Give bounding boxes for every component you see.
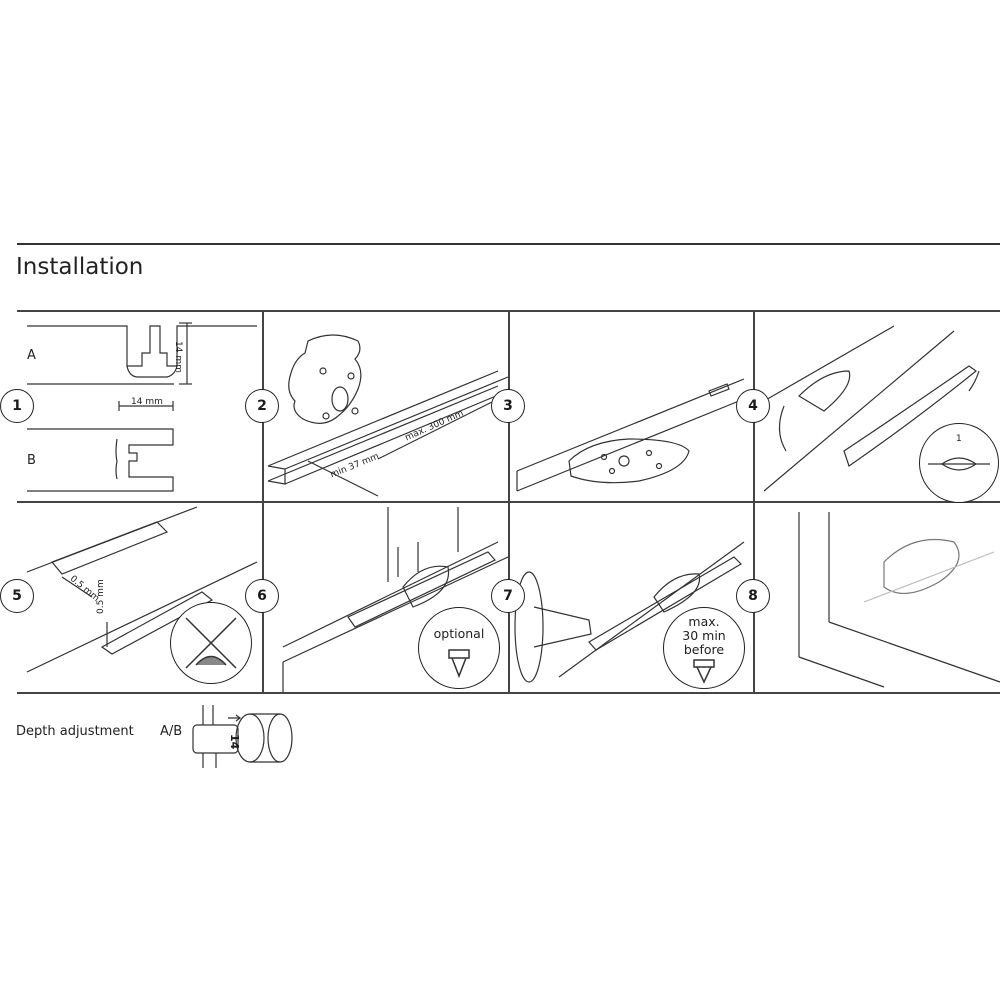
width-dimension: 14 mm bbox=[131, 397, 163, 407]
panel-step-6: optional bbox=[263, 502, 509, 692]
panel-step-5: 0.5 mm 0.5 mm bbox=[17, 502, 262, 692]
time-limit-bubble: max. 30 min before bbox=[663, 607, 745, 689]
panel-step-7: max. 30 min before bbox=[509, 502, 753, 692]
gap-dimension-b: 0.5 mm bbox=[96, 579, 106, 614]
glue-tip-icon bbox=[693, 659, 715, 684]
panel-step-3 bbox=[509, 311, 753, 501]
grid-divider-2 bbox=[508, 310, 510, 692]
panel-step-8 bbox=[754, 502, 1000, 692]
connector-insertion-diagram bbox=[763, 325, 980, 492]
glue-application-diagram bbox=[514, 541, 745, 683]
step-number-1: 1 bbox=[0, 389, 34, 423]
panel-step-2: min 37 mm max. 300 mm bbox=[263, 311, 509, 501]
groove-profile-diagram bbox=[27, 322, 257, 492]
grid-divider-1 bbox=[262, 310, 264, 692]
step-number-5: 5 bbox=[0, 579, 34, 613]
height-dimension: 14 mm bbox=[173, 341, 183, 373]
connector-alignment-diagram bbox=[26, 506, 258, 673]
profile-b-label: B bbox=[27, 453, 36, 468]
step-number-7: 7 bbox=[491, 579, 525, 613]
depth-dial-illustration: 14 bbox=[188, 700, 298, 770]
max-label: max. bbox=[688, 614, 720, 629]
panel-step-1: A B 14 mm 14 mm bbox=[17, 311, 262, 501]
duration-label: 30 min bbox=[682, 628, 726, 643]
detail-inset-bubble: 1 bbox=[919, 423, 999, 503]
dial-value: 14 bbox=[228, 734, 241, 750]
depth-adjustment-label: Depth adjustment bbox=[16, 724, 134, 739]
profile-a-label: A bbox=[27, 348, 36, 363]
groove-routing-diagram bbox=[516, 378, 745, 492]
before-label: before bbox=[683, 642, 725, 657]
joined-panels-diagram bbox=[798, 512, 1000, 688]
panel-step-4: 1 bbox=[754, 311, 1000, 503]
header-rule bbox=[17, 243, 1000, 245]
inset-detail-graphic bbox=[928, 457, 990, 471]
profile-ab-label: A/B bbox=[160, 724, 183, 739]
optional-tool-bubble: optional bbox=[418, 607, 500, 689]
step-number-4: 4 bbox=[736, 389, 770, 423]
step-number-3: 3 bbox=[491, 389, 525, 423]
glue-tip-icon bbox=[448, 649, 470, 679]
page-title: Installation bbox=[16, 254, 144, 280]
step-number-8: 8 bbox=[736, 579, 770, 613]
inset-number: 1 bbox=[956, 434, 962, 444]
step-number-6: 6 bbox=[245, 579, 279, 613]
crossed-out-hammer-icon bbox=[185, 617, 237, 669]
grid-rule-bottom bbox=[17, 692, 1000, 694]
clamp-pressing-diagram bbox=[282, 507, 509, 692]
depth-dial-graphic bbox=[192, 705, 293, 768]
optional-label: optional bbox=[433, 626, 485, 641]
grid-divider-3 bbox=[753, 310, 755, 692]
incorrect-method-bubble bbox=[170, 602, 252, 684]
step-number-2: 2 bbox=[245, 389, 279, 423]
router-cutter-diagram bbox=[267, 334, 509, 497]
